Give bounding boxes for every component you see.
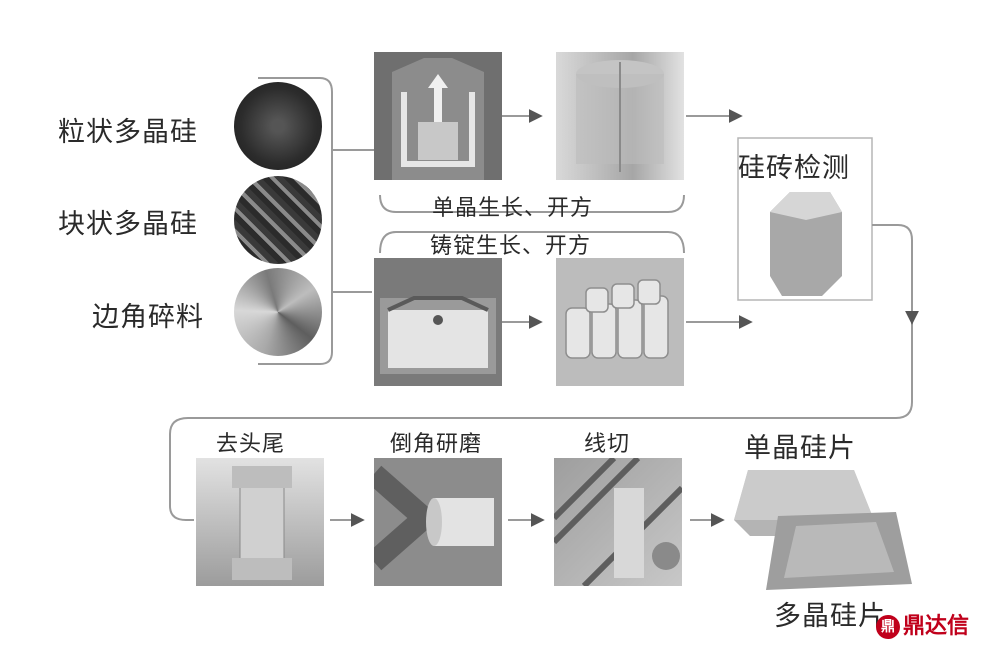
mono-ingot-squared-image — [556, 52, 684, 180]
inspection-box — [737, 137, 873, 301]
mono-route-bracket — [379, 194, 685, 213]
output-label-mono-wafer: 单晶硅片 — [744, 433, 856, 464]
wire-cutting-image — [551, 455, 685, 589]
output-label-multi-wafer: 多晶硅片 — [774, 601, 886, 632]
watermark: 鼎鼎达信 — [875, 608, 969, 640]
multi-wafer-image — [766, 512, 912, 590]
step-label-chamfer: 倒角研磨 — [390, 432, 483, 457]
watermark-text: 鼎达信 — [902, 614, 969, 639]
input-label-scrap: 边角碎料 — [92, 302, 204, 333]
input-bracket — [258, 77, 333, 365]
casting-furnace-image — [374, 258, 502, 386]
furnace-drawing — [392, 58, 484, 180]
input-label-block: 块状多晶硅 — [58, 209, 198, 240]
watermark-logo-icon: 鼎 — [875, 615, 900, 639]
mono-furnace-image — [374, 52, 502, 180]
input-label-granular: 粒状多晶硅 — [58, 117, 198, 148]
crop-ends-image — [196, 458, 324, 586]
multi-route-bracket — [379, 231, 685, 254]
scrap-image — [234, 268, 322, 356]
route-label-mono: 单晶生长、开方 — [432, 196, 594, 221]
multi-ingot-blocks-image — [556, 258, 684, 386]
route-label-multi: 铸锭生长、开方 — [430, 234, 592, 259]
return-line — [169, 224, 913, 521]
step-label-inspection: 硅砖检测 — [738, 153, 850, 184]
granular-polysilicon-image — [234, 82, 322, 170]
silicon-brick-image — [770, 192, 842, 296]
block-polysilicon-image — [234, 176, 322, 264]
step-label-wirecut: 线切 — [584, 432, 631, 457]
chamfer-grinding-image — [366, 458, 502, 586]
step-label-crop: 去头尾 — [216, 432, 286, 457]
